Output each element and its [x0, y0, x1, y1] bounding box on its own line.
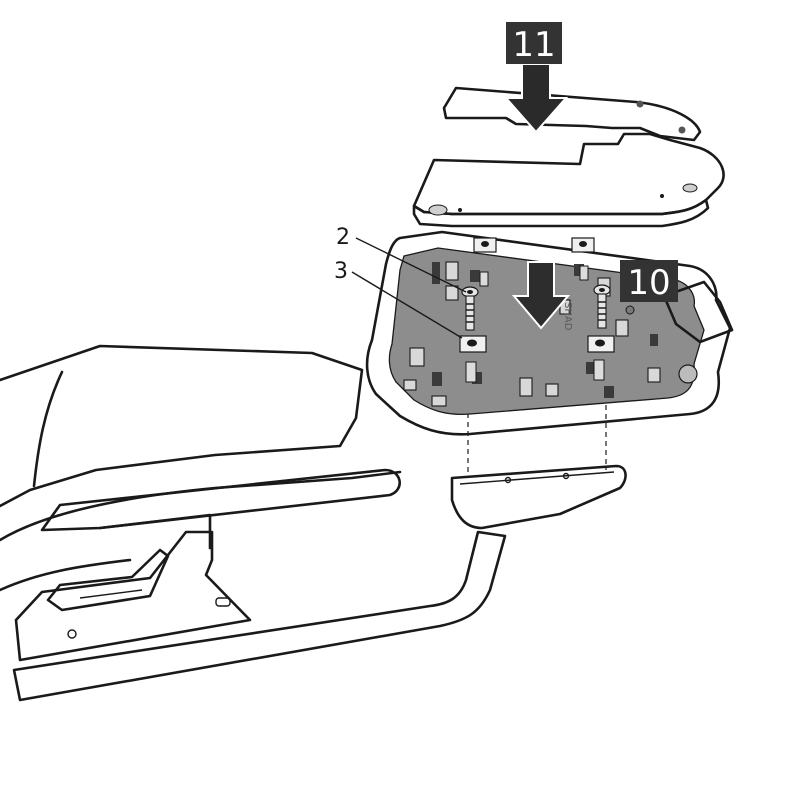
fastener-set — [459, 237, 615, 383]
upper-plate-hole-2 — [678, 126, 686, 134]
bolt-left — [461, 286, 479, 331]
lower-plate-hole-2 — [682, 183, 698, 193]
base-ribs — [403, 261, 661, 407]
motorcycle-seat — [0, 344, 364, 508]
motorcycle-rear-frame — [0, 344, 627, 702]
leader-lines — [351, 237, 467, 339]
mold-lettering: SHAD — [562, 302, 573, 331]
leader-line-2 — [355, 237, 467, 293]
square-nut-top-right — [571, 237, 595, 253]
lower-plate-pin-2 — [660, 194, 664, 198]
tail-fairing-body — [14, 530, 252, 662]
seat-side-edge — [0, 558, 132, 592]
callout-label-11: 11 — [512, 25, 555, 65]
lower-plate-edge — [412, 198, 710, 228]
seat-inner-edge — [32, 370, 64, 488]
square-nut-top-left — [473, 237, 497, 253]
insert-direction-arrow — [511, 261, 571, 330]
tail-cutout-edge — [79, 589, 143, 599]
top-plate-part-11 — [412, 63, 725, 228]
lower-plate — [412, 132, 725, 216]
callout-label-3: 3 — [334, 259, 348, 284]
upper-plate-hole-1 — [636, 100, 644, 108]
base-front-lug — [662, 280, 734, 344]
callout-badge-10: 10 — [620, 260, 678, 303]
bracket-hole-2 — [562, 472, 570, 480]
tail-cutout — [46, 548, 170, 612]
base-boss — [678, 364, 698, 384]
frame-bolt-hole-1 — [67, 629, 77, 639]
lower-plate-pin-1 — [458, 208, 462, 212]
callout-label-2: 2 — [336, 225, 350, 250]
base-dark-recesses — [432, 262, 658, 398]
base-boss-small — [625, 305, 635, 315]
alignment-guides — [467, 396, 607, 478]
rear-mount-bracket-top — [459, 471, 615, 485]
tail-fairing-bar — [12, 530, 507, 702]
lower-plate-hole-1 — [428, 204, 448, 216]
bolt-right — [593, 284, 611, 329]
rear-mount-bracket — [450, 464, 627, 530]
square-nut-bottom-left — [459, 335, 487, 353]
lower-bolt-heads — [465, 265, 605, 383]
mounting-base-shell — [365, 230, 732, 436]
plate-direction-arrow — [503, 63, 569, 134]
bracket-hole-1 — [504, 476, 512, 484]
square-nut-bottom-right — [587, 335, 615, 353]
leader-line-3 — [351, 271, 463, 339]
upper-plate — [442, 86, 702, 142]
grab-rail-inner — [98, 513, 212, 550]
callout-badge-11: 11 — [506, 22, 562, 65]
callout-label-10: 10 — [627, 263, 670, 303]
frame-slot — [215, 597, 231, 607]
